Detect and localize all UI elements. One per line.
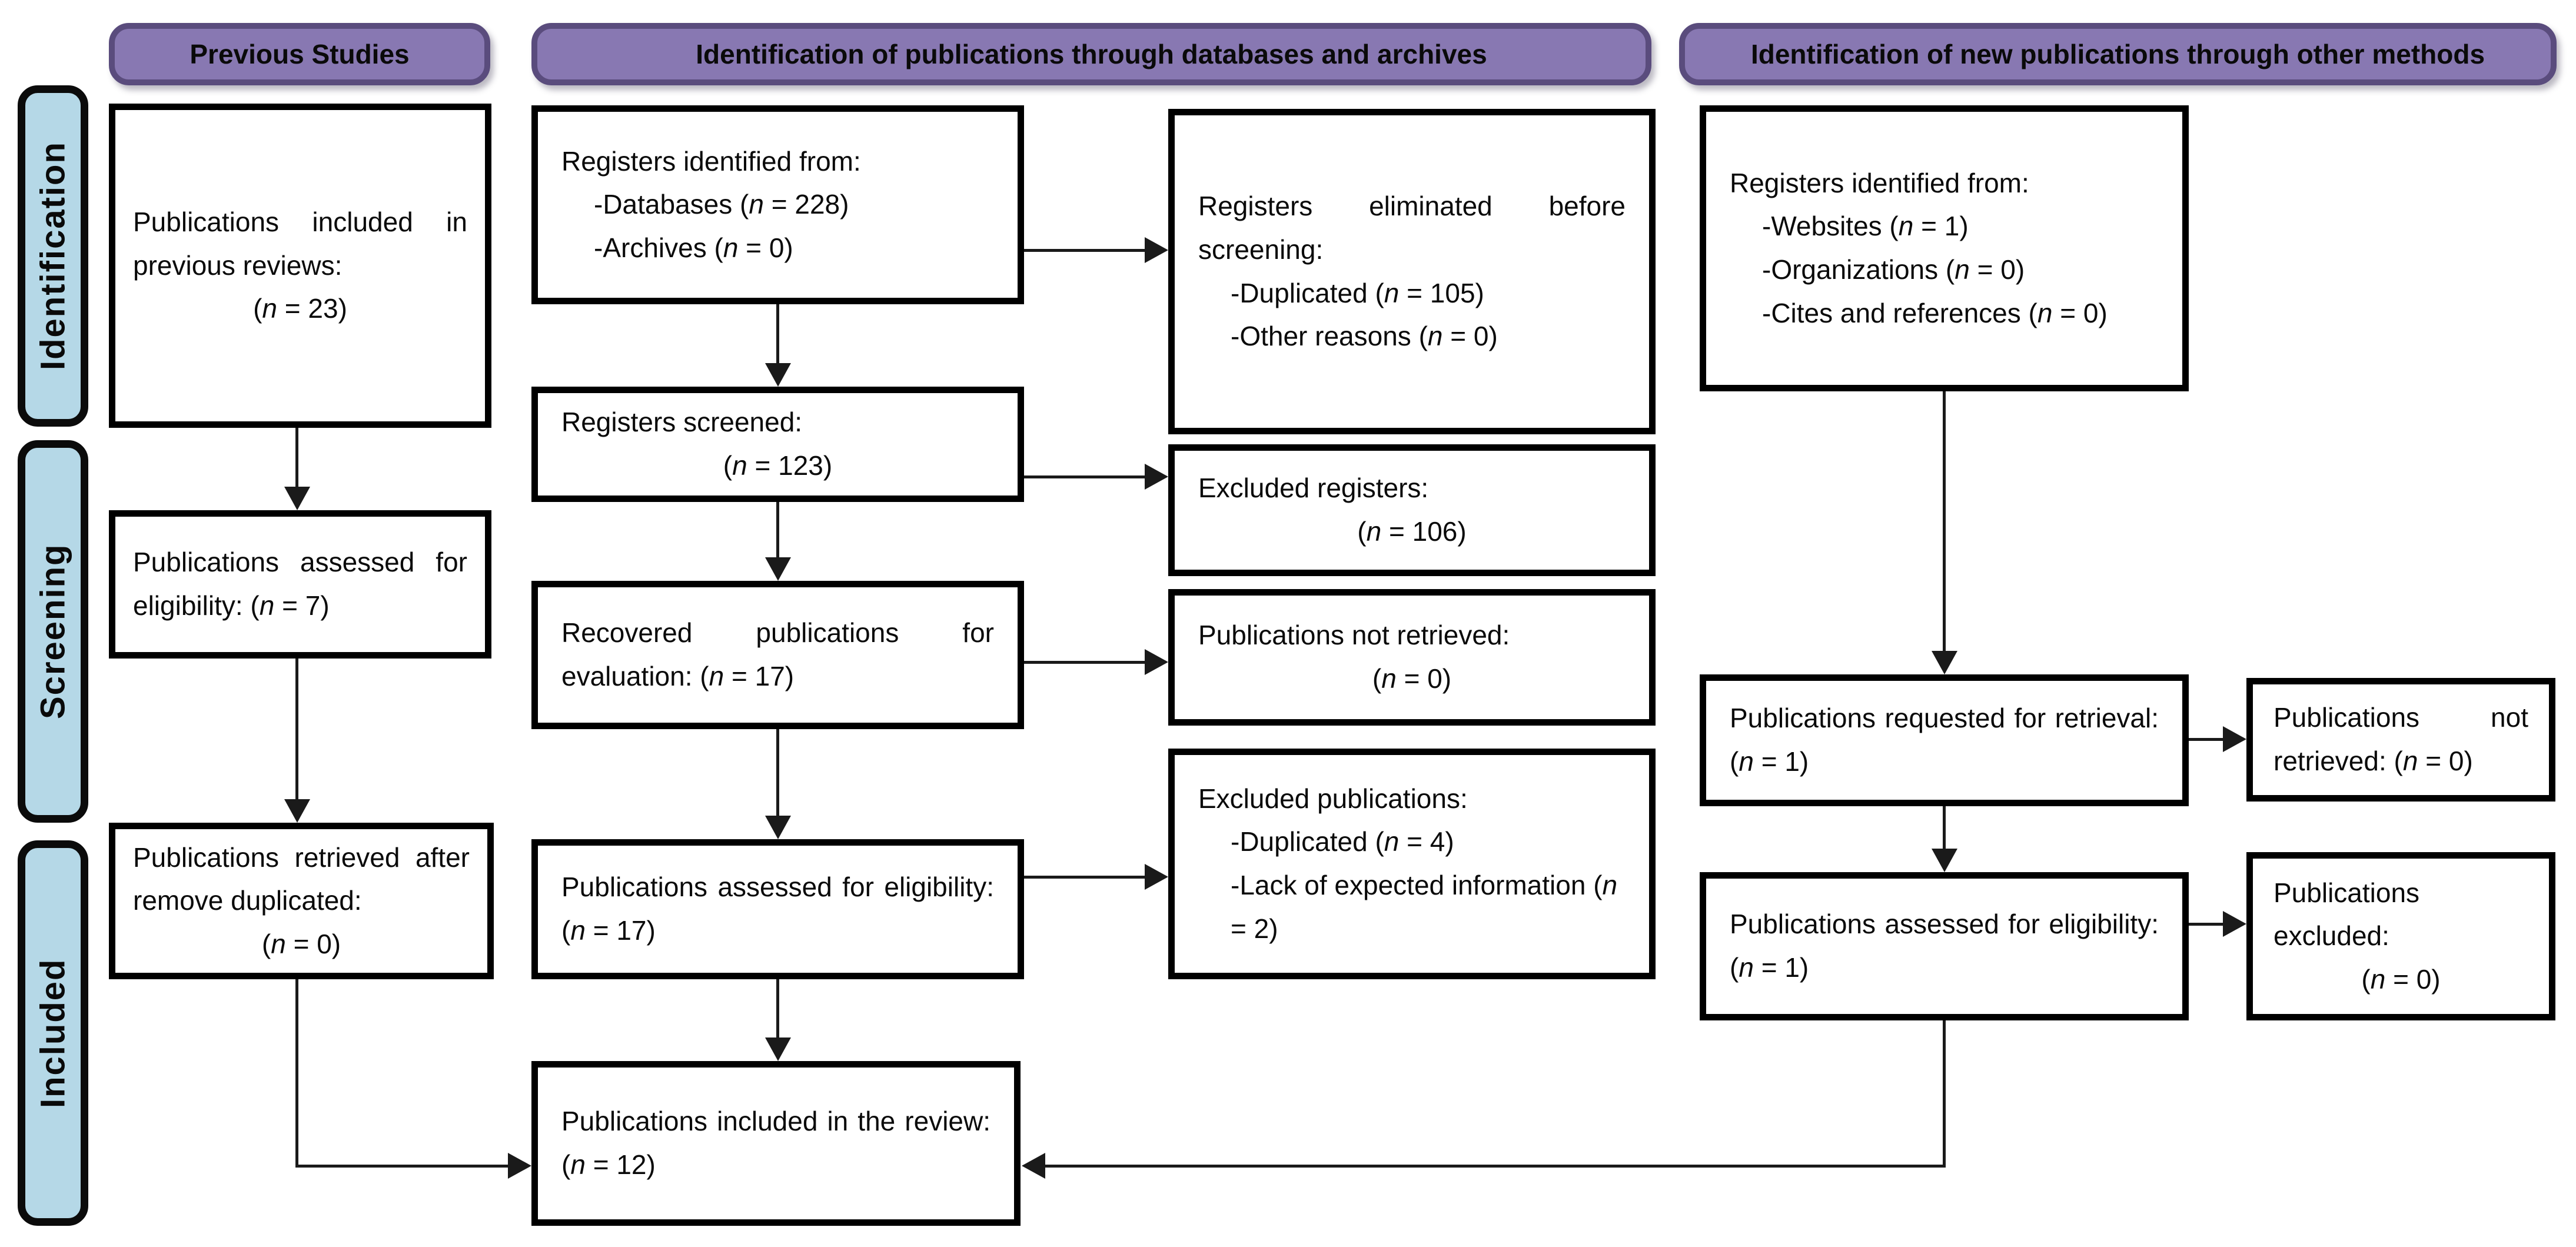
box-list-item: -Organizations (n = 0) xyxy=(1762,254,2025,285)
box-list-item: -Duplicated (n = 4) xyxy=(1231,826,1454,857)
box-publications-excluded-other: Publications excluded: (n = 0) xyxy=(2246,852,2555,1020)
box-list-item: -Other reasons (n = 0) xyxy=(1231,321,1498,352)
box-list-item: -Databases (n = 228) xyxy=(594,189,849,220)
connector-other3-included xyxy=(1045,1165,1946,1168)
box-publications-included-previous-reviews: Publications included in previous review… xyxy=(109,104,491,428)
box-publications-not-retrieved-other: Publications not retrieved: (n = 0) xyxy=(2246,678,2555,802)
arrowhead-down-icon xyxy=(765,816,791,839)
connector-db3-not-retrieved xyxy=(1024,661,1147,664)
box-text: Recovered publications for evaluation: (… xyxy=(561,617,994,691)
arrowhead-right-icon xyxy=(1145,649,1168,675)
box-list-item: -Lack of expected information (n = 2) xyxy=(1231,870,1618,944)
arrowhead-right-icon xyxy=(2223,726,2246,752)
arrowhead-down-icon xyxy=(765,363,791,387)
connector-db1-db2 xyxy=(776,304,779,364)
box-registers-identified-databases: Registers identified from: -Databases (n… xyxy=(531,105,1024,304)
arrowhead-down-icon xyxy=(1932,849,1957,872)
connector-db3-db4 xyxy=(776,729,779,817)
box-text: Publications assessed for eligibility: (… xyxy=(561,872,994,946)
box-count: (n = 0) xyxy=(1372,663,1452,694)
box-text: Registers identified from: xyxy=(1730,167,2029,198)
header-databases-archives: Identification of publications through d… xyxy=(531,23,1651,85)
box-publications-assessed-eligibility-db: Publications assessed for eligibility: (… xyxy=(531,839,1024,979)
box-count: (n = 0) xyxy=(261,928,341,959)
connector-db2-excluded-registers xyxy=(1024,475,1147,478)
box-list-item: -Cites and references (n = 0) xyxy=(1762,297,2108,328)
box-publications-not-retrieved-db: Publications not retrieved: (n = 0) xyxy=(1168,589,1656,726)
sidebar-stage-identification: Identification xyxy=(18,85,88,427)
box-publications-assessed-eligibility-other: Publications assessed for eligibility: (… xyxy=(1700,872,2189,1020)
arrowhead-down-icon xyxy=(284,799,310,823)
connector-other2-not-retrieved xyxy=(2189,738,2225,741)
connector-db4-db5 xyxy=(776,979,779,1039)
box-publications-assessed-eligibility-prev: Publications assessed for eligibility: (… xyxy=(109,510,491,659)
connector-prev3-included xyxy=(295,1165,509,1168)
box-text: Publications included in previous review… xyxy=(133,207,467,281)
box-publications-retrieved-after-duplicates: Publications retrieved after remove dupl… xyxy=(109,823,494,979)
box-count: (n = 23) xyxy=(253,293,347,324)
box-text: Excluded registers: xyxy=(1198,473,1429,504)
box-excluded-publications: Excluded publications: -Duplicated (n = … xyxy=(1168,749,1656,979)
header-previous-studies: Previous Studies xyxy=(109,23,490,85)
arrowhead-right-icon xyxy=(2223,911,2246,937)
box-text: Excluded publications: xyxy=(1198,783,1468,814)
box-text: Registers screened: xyxy=(561,407,803,438)
box-text: Publications not retrieved: xyxy=(1198,620,1510,651)
box-text: Publications assessed for eligibility: (… xyxy=(133,547,467,621)
connector-db2-db3 xyxy=(776,502,779,558)
connector-prev3-elbow xyxy=(295,979,298,1168)
arrowhead-left-icon xyxy=(1022,1153,1045,1179)
arrowhead-right-icon xyxy=(1145,464,1168,490)
box-text: Publications assessed for eligibility: (… xyxy=(1730,909,2159,983)
box-count: (n = 0) xyxy=(2361,963,2441,995)
arrowhead-right-icon xyxy=(1145,864,1168,890)
box-registers-eliminated-before-screening: Registers eliminated before screening: -… xyxy=(1168,109,1656,434)
box-text: Registers eliminated before screening: xyxy=(1198,191,1626,265)
box-list-item: -Duplicated (n = 105) xyxy=(1231,277,1484,308)
arrowhead-down-icon xyxy=(765,1037,791,1061)
connector-db4-excluded-pubs xyxy=(1024,876,1147,879)
connector-prev2-prev3 xyxy=(295,659,298,800)
box-recovered-publications-evaluation: Recovered publications for evaluation: (… xyxy=(531,581,1024,729)
arrowhead-right-icon xyxy=(508,1153,531,1179)
box-text: Publications requested for retrieval: (n… xyxy=(1730,703,2159,777)
box-count: (n = 123) xyxy=(723,450,833,481)
box-registers-screened: Registers screened: (n = 123) xyxy=(531,387,1024,502)
box-text: Publications excluded: xyxy=(2273,877,2420,952)
arrowhead-down-icon xyxy=(1932,651,1957,674)
sidebar-stage-included: Included xyxy=(18,840,88,1226)
box-count: (n = 106) xyxy=(1357,516,1467,547)
arrowhead-right-icon xyxy=(1145,237,1168,263)
box-excluded-registers: Excluded registers: (n = 106) xyxy=(1168,444,1656,576)
connector-other3-elbow xyxy=(1943,1020,1946,1168)
connector-db1-eliminated xyxy=(1024,249,1147,252)
box-text: Registers identified from: xyxy=(561,145,861,177)
box-list-item: -Archives (n = 0) xyxy=(594,232,793,263)
sidebar-stage-screening: Screening xyxy=(18,440,88,823)
box-registers-identified-other: Registers identified from: -Websites (n … xyxy=(1700,105,2189,391)
box-publications-requested-retrieval: Publications requested for retrieval: (n… xyxy=(1700,674,2189,806)
box-list-item: -Websites (n = 1) xyxy=(1762,211,1969,242)
box-text: Publications included in the review: (n … xyxy=(561,1106,990,1180)
box-text: Publications retrieved after remove dupl… xyxy=(133,842,470,916)
header-other-methods: Identification of new publications throu… xyxy=(1679,23,2557,85)
box-text: Publications not retrieved: (n = 0) xyxy=(2273,702,2528,776)
connector-prev1-prev2 xyxy=(295,428,298,488)
box-publications-included-review: Publications included in the review: (n … xyxy=(531,1061,1021,1226)
connector-other2-other3 xyxy=(1943,806,1946,850)
arrowhead-down-icon xyxy=(765,557,791,581)
connector-other1-other2 xyxy=(1943,391,1946,652)
connector-other3-excluded xyxy=(2189,923,2225,926)
arrowhead-down-icon xyxy=(284,487,310,510)
